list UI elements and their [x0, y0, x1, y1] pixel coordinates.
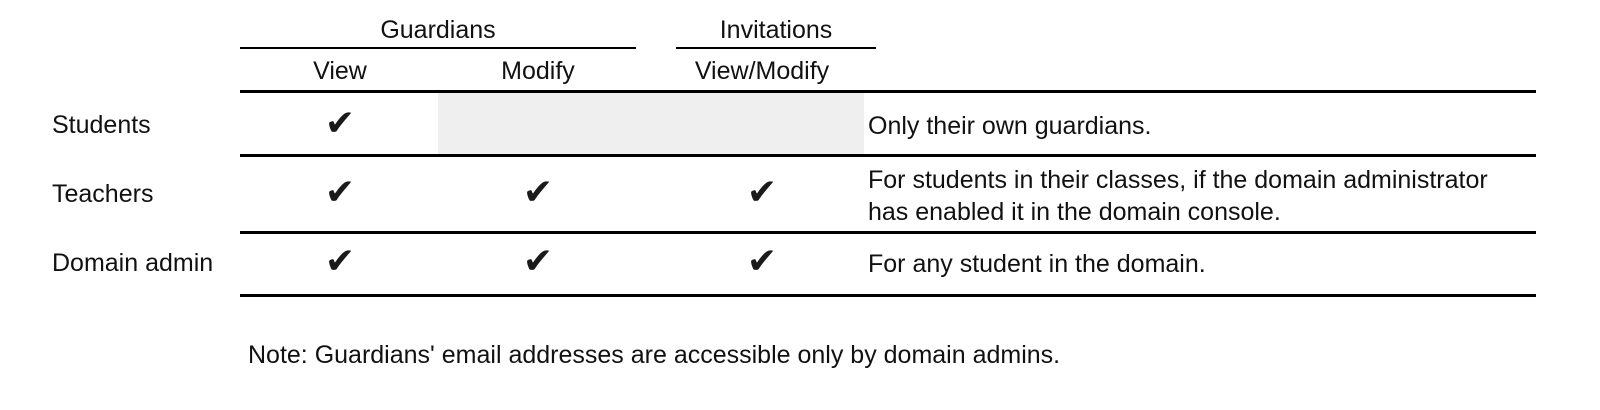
cell-teachers-guardians-modify-check: ✔: [522, 172, 554, 213]
cell-students-note: Only their own guardians.: [868, 112, 1152, 140]
column-header-view: View: [313, 57, 367, 85]
row-rule-after-teachers: [240, 231, 1536, 234]
column-header-modify: Modify: [501, 57, 575, 85]
column-header-view-modify: View/Modify: [694, 57, 830, 85]
cell-teachers-note: For students in their classes, if the do…: [868, 166, 1488, 226]
row-label-teachers: Teachers: [52, 180, 154, 208]
cell-teachers-invitations-check: ✔: [746, 172, 778, 213]
row-rule-after-students: [240, 154, 1536, 157]
row-label-domain-admin: Domain admin: [52, 249, 214, 277]
table-bottom-rule: [240, 294, 1536, 297]
cell-teachers-guardians-view-check: ✔: [324, 172, 356, 213]
cell-domain-admin-note: For any student in the domain.: [868, 250, 1206, 278]
table-top-rule: [240, 90, 1536, 93]
row-label-students: Students: [52, 111, 151, 139]
cell-domain-admin-invitations-check: ✔: [746, 241, 778, 282]
table-footnote: Note: Guardians' email addresses are acc…: [248, 341, 1061, 369]
group-header-guardians: Guardians: [380, 16, 496, 44]
group-rule-invitations: [676, 47, 876, 49]
group-header-invitations: Invitations: [719, 16, 833, 44]
disabled-cell-students-modify-invitations: [438, 93, 864, 155]
cell-domain-admin-guardians-view-check: ✔: [324, 241, 356, 282]
group-rule-guardians: [240, 47, 636, 49]
cell-students-guardians-view-check: ✔: [324, 103, 356, 144]
cell-domain-admin-guardians-modify-check: ✔: [522, 241, 554, 282]
